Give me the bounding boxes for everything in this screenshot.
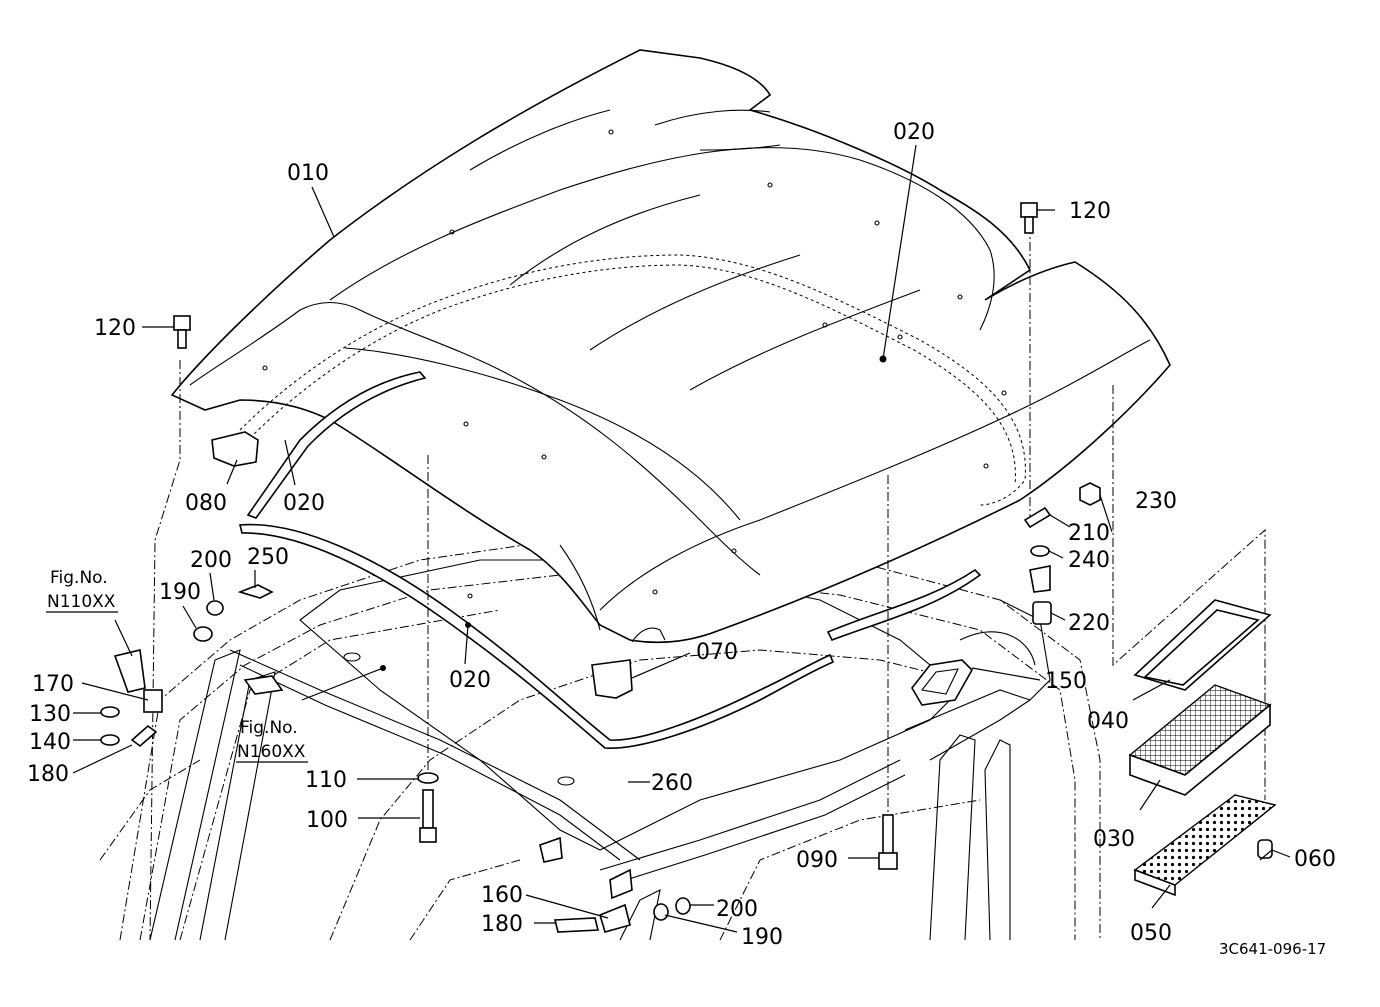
fig-ref-1-label: Fig.No. xyxy=(50,568,108,588)
figure-references: Fig.No. N110XX Fig.No. N160XX xyxy=(46,568,308,763)
callout-180-bottom: 180 xyxy=(481,912,523,937)
callout-080: 080 xyxy=(185,491,227,516)
callout-190-left: 190 xyxy=(159,580,201,605)
callout-020-left: 020 xyxy=(283,491,325,516)
callout-220: 220 xyxy=(1068,611,1110,636)
trim-pieces xyxy=(211,431,666,699)
callout-090: 090 xyxy=(796,848,838,873)
callout-120-left: 120 xyxy=(94,316,136,341)
callout-020-top: 020 xyxy=(893,120,935,145)
callout-130: 130 xyxy=(29,702,71,727)
callout-240: 240 xyxy=(1068,548,1110,573)
callout-020-mid: 020 xyxy=(449,668,491,693)
callout-050: 050 xyxy=(1130,921,1172,946)
callout-030: 030 xyxy=(1093,827,1135,852)
document-id: 3C641-096-17 xyxy=(1219,940,1326,958)
callout-210: 210 xyxy=(1068,521,1110,546)
callout-190-bottom: 190 xyxy=(741,925,783,950)
callout-120-right: 120 xyxy=(1069,199,1111,224)
callout-110: 110 xyxy=(305,768,347,793)
filter-assembly xyxy=(1128,599,1277,897)
callout-180-left: 180 xyxy=(27,762,69,787)
hardware xyxy=(100,202,1273,933)
callout-100: 100 xyxy=(306,808,348,833)
callout-040: 040 xyxy=(1087,709,1129,734)
callout-250: 250 xyxy=(247,545,289,570)
roof-shell xyxy=(170,49,1171,644)
fig-ref-2-code: N160XX xyxy=(237,742,306,762)
callout-labels: 010 020 020 020 030 040 050 060 070 080 … xyxy=(27,120,1336,950)
callout-230: 230 xyxy=(1135,489,1177,514)
weatherstrip xyxy=(238,371,982,749)
callout-200-left: 200 xyxy=(190,548,232,573)
callout-160: 160 xyxy=(481,883,523,908)
callout-150: 150 xyxy=(1045,669,1087,694)
axis-lines xyxy=(149,225,1266,941)
callout-170: 170 xyxy=(32,672,74,697)
handle-150 xyxy=(911,659,973,706)
fig-ref-1-code: N110XX xyxy=(47,592,116,612)
fig-ref-2-label: Fig.No. xyxy=(240,718,298,738)
leader-lines xyxy=(72,144,1291,933)
callout-200-bottom: 200 xyxy=(716,897,758,922)
callout-070: 070 xyxy=(696,640,738,665)
callout-060: 060 xyxy=(1294,847,1336,872)
callout-260: 260 xyxy=(651,771,693,796)
callout-010: 010 xyxy=(287,161,329,186)
callout-140: 140 xyxy=(29,730,71,755)
